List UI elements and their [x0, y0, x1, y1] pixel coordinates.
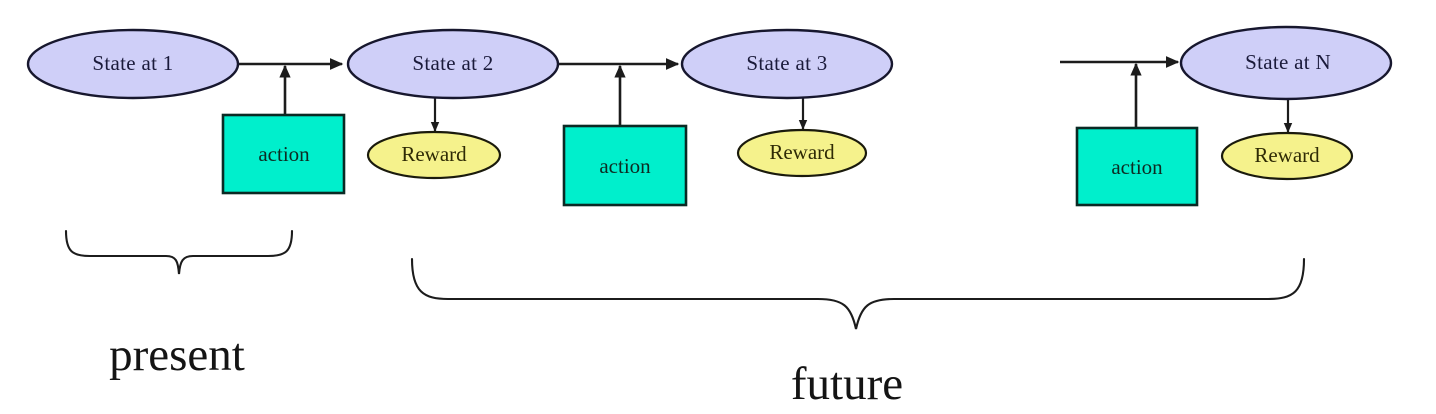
state-2-label: State at 2 — [412, 51, 493, 75]
action-1-label: action — [258, 142, 310, 166]
action-3-label: action — [1111, 155, 1163, 179]
reward-1-ellipse — [366, 130, 502, 180]
state-node-3[interactable]: State at 3 — [680, 28, 894, 100]
state-n-ellipse — [1179, 25, 1393, 101]
state-1-ellipse — [26, 28, 240, 100]
state-n-label: State at N — [1245, 50, 1331, 74]
present-brace-path — [64, 229, 294, 275]
present-label: present — [109, 329, 245, 381]
reward-1-label: Reward — [401, 142, 467, 166]
bracket-future: future — [410, 257, 1306, 410]
bracket-present: present — [64, 229, 294, 381]
action-2-label: action — [599, 154, 651, 178]
reward-2-ellipse — [736, 128, 868, 178]
reward-node-2[interactable]: Reward — [736, 128, 868, 178]
state-node-2[interactable]: State at 2 — [346, 28, 560, 100]
action-node-2[interactable]: action — [562, 124, 688, 207]
state-3-label: State at 3 — [746, 51, 827, 75]
action-1-rect — [221, 113, 346, 195]
action-3-rect — [1075, 126, 1199, 207]
state-node-n[interactable]: State at N — [1179, 25, 1393, 101]
action-node-1[interactable]: action — [221, 113, 346, 195]
future-label: future — [791, 358, 903, 410]
state-3-ellipse — [680, 28, 894, 100]
action-2-rect — [562, 124, 688, 207]
reward-node-1[interactable]: Reward — [366, 130, 502, 180]
future-brace-path — [410, 257, 1306, 330]
reward-3-label: Reward — [1254, 143, 1320, 167]
state-2-ellipse — [346, 28, 560, 100]
edges-layer — [237, 56, 1293, 134]
action-node-3[interactable]: action — [1075, 126, 1199, 207]
reward-3-ellipse — [1220, 131, 1354, 181]
reward-node-3[interactable]: Reward — [1220, 131, 1354, 181]
reward-2-label: Reward — [769, 140, 835, 164]
state-node-1[interactable]: State at 1 — [26, 28, 240, 100]
state-1-label: State at 1 — [92, 51, 173, 75]
